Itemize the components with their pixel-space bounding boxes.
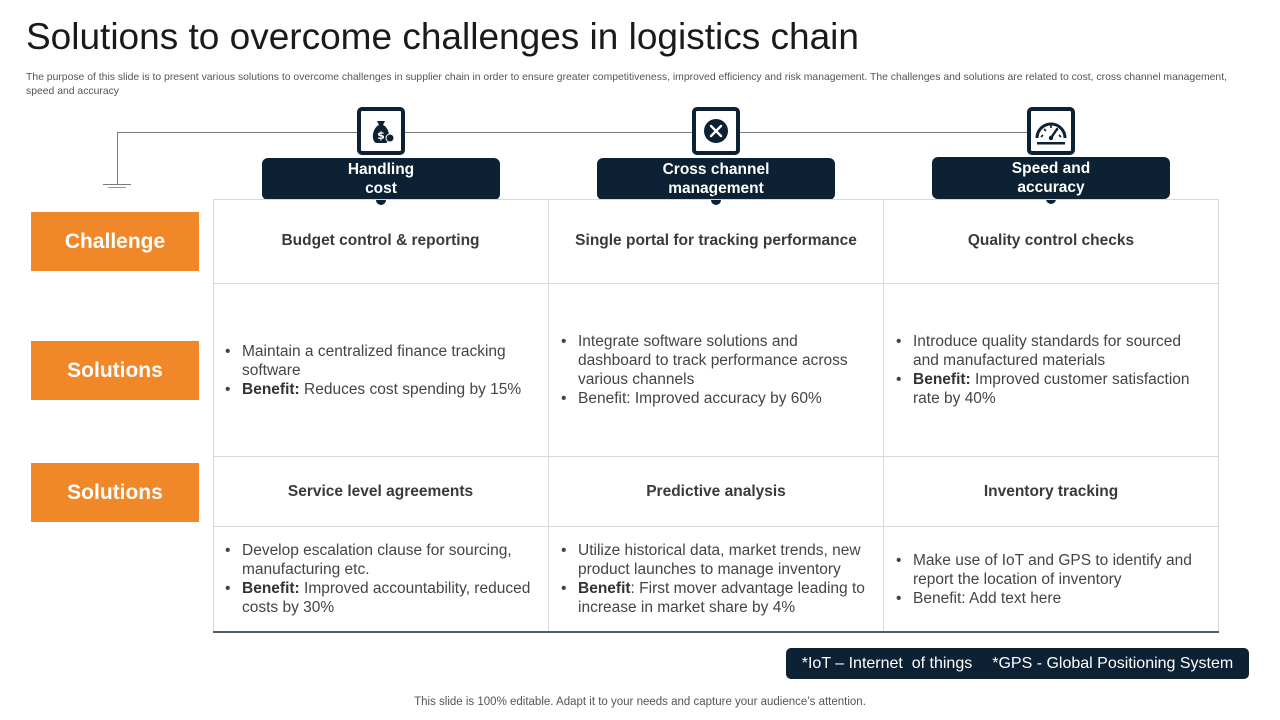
bullet-text: Introduce quality standards for sourced … xyxy=(913,333,1181,369)
table-cell: Maintain a centralized finance tracking … xyxy=(213,284,549,457)
bullet-list: Introduce quality standards for sourced … xyxy=(894,332,1208,408)
column-header-label: Speed and accuracy xyxy=(1011,160,1091,196)
column-header-dot xyxy=(711,195,721,205)
table-cell: Integrate software solutions and dashboa… xyxy=(549,284,884,457)
footnote-iot: *IoT – Internet of things xyxy=(801,654,973,672)
column-header-handling-cost: Handling cost xyxy=(262,158,500,205)
connector-ground-line-small xyxy=(108,187,126,188)
column-header-speed-accuracy: Speed and accuracy xyxy=(932,157,1170,204)
bullet-list: Utilize historical data, market trends, … xyxy=(559,541,873,617)
bullet-bold: Benefit: xyxy=(242,580,300,597)
list-item: Benefit: Reduces cost spending by 15% xyxy=(225,380,538,399)
slide-subtitle: The purpose of this slide is to present … xyxy=(26,72,1227,97)
list-item: Benefit: Improved customer satisfaction … xyxy=(896,370,1208,408)
bullet-list: Integrate software solutions and dashboa… xyxy=(559,332,873,408)
speedometer-icon xyxy=(1035,122,1067,145)
cell-text: Quality control checks xyxy=(967,232,1135,249)
bullet-bold: Benefit: xyxy=(913,371,971,388)
list-item: Introduce quality standards for sourced … xyxy=(896,332,1208,370)
table-top-border xyxy=(213,199,1219,200)
footnote-gps: *GPS - Global Positioning System xyxy=(992,654,1234,672)
table-cell: Predictive analysis xyxy=(549,457,884,527)
bullet-text: Utilize historical data, market trends, … xyxy=(578,542,861,578)
solutions-table: Budget control & reporting Single portal… xyxy=(213,199,1219,633)
column-icon-box-1: $ xyxy=(357,107,405,155)
list-item: Benefit: Improved accuracy by 60% xyxy=(561,389,873,408)
table-cell: Budget control & reporting xyxy=(213,199,549,284)
column-icon-box-3 xyxy=(1027,107,1075,155)
column-header-dot xyxy=(376,195,386,205)
bullet-bold: Benefit xyxy=(578,580,631,597)
bullet-bold: Benefit: xyxy=(242,380,300,398)
bullet-text: Make use of IoT and GPS to identify and … xyxy=(913,551,1192,588)
list-item: Utilize historical data, market trends, … xyxy=(561,541,873,579)
x-circle-icon xyxy=(704,119,728,143)
list-item: Benefit: Improved accountability, reduce… xyxy=(225,579,538,617)
bullet-text: Maintain a centralized finance tracking … xyxy=(242,342,506,379)
column-header-label: Cross channel management xyxy=(662,161,770,197)
table-cell: Single portal for tracking performance xyxy=(549,199,884,284)
table-left-border xyxy=(213,199,214,633)
table-cell: Introduce quality standards for sourced … xyxy=(884,284,1219,457)
cell-text: Service level agreements xyxy=(287,482,474,500)
row-label-solutions-1: Solutions xyxy=(31,341,199,400)
list-item: Integrate software solutions and dashboa… xyxy=(561,332,873,389)
table-cell: Develop escalation clause for sourcing, … xyxy=(213,527,549,631)
slide-title: Solutions to overcome challenges in logi… xyxy=(26,16,859,57)
bullet-text: Improved customer satisfaction rate by 4… xyxy=(913,371,1190,407)
bullet-list: Make use of IoT and GPS to identify and … xyxy=(894,551,1208,608)
connector-vertical-line xyxy=(117,132,118,185)
table-cell: Quality control checks xyxy=(884,199,1219,284)
cell-text: Single portal for tracking performance xyxy=(575,232,857,249)
money-bag-icon: $ xyxy=(372,121,395,143)
table-cell: Make use of IoT and GPS to identify and … xyxy=(884,527,1219,631)
bullet-text: Improved accountability, reduced costs b… xyxy=(242,580,531,616)
cell-text: Inventory tracking xyxy=(983,482,1119,500)
footnote-box: *IoT – Internet of things *GPS - Global … xyxy=(786,648,1249,679)
table-cell: Service level agreements xyxy=(213,457,549,527)
column-icon-box-2 xyxy=(692,107,740,155)
bullet-text: Benefit: Add text here xyxy=(913,589,1062,607)
list-item: Benefit: Add text here xyxy=(896,589,1208,608)
bullet-list: Maintain a centralized finance tracking … xyxy=(223,342,538,399)
editable-note: This slide is 100% editable. Adapt it to… xyxy=(414,696,866,708)
list-item: Make use of IoT and GPS to identify and … xyxy=(896,551,1208,589)
table-cell: Inventory tracking xyxy=(884,457,1219,527)
list-item: Benefit: First mover advantage leading t… xyxy=(561,579,873,617)
bullet-text: Develop escalation clause for sourcing, … xyxy=(242,542,512,578)
svg-text:$: $ xyxy=(377,129,385,142)
bullet-text: : First mover advantage leading to incre… xyxy=(578,580,865,616)
table-bottom-border xyxy=(213,631,1219,633)
bullet-text: Reduces cost spending by 15% xyxy=(299,380,522,398)
column-header-cross-channel: Cross channel management xyxy=(597,158,835,205)
bullet-list: Develop escalation clause for sourcing, … xyxy=(223,541,538,617)
list-item: Maintain a centralized finance tracking … xyxy=(225,342,538,380)
bullet-text: Integrate software solutions and dashboa… xyxy=(578,333,848,388)
connector-horizontal-line xyxy=(117,132,1049,133)
bullet-text: Benefit: Improved accuracy by 60% xyxy=(578,390,822,407)
row-label-solutions-2: Solutions xyxy=(31,463,199,522)
column-header-label: Handling cost xyxy=(347,161,415,197)
cell-text: Predictive analysis xyxy=(646,482,786,500)
row-label-challenge: Challenge xyxy=(31,212,199,271)
cell-text: Budget control & reporting xyxy=(281,232,480,249)
table-cell: Utilize historical data, market trends, … xyxy=(549,527,884,631)
list-item: Develop escalation clause for sourcing, … xyxy=(225,541,538,579)
connector-ground-line xyxy=(103,184,131,185)
